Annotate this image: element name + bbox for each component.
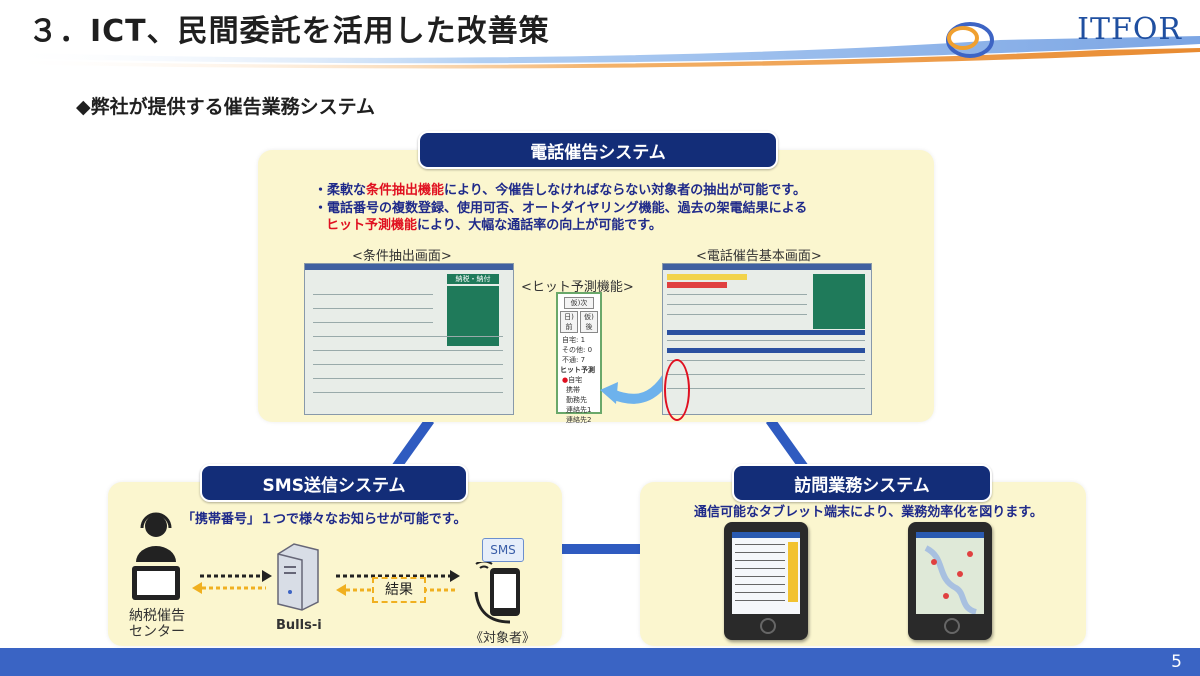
- hit-section-label: ヒット予測: [560, 366, 595, 374]
- result-label: 結果: [372, 577, 426, 603]
- visit-system-banner: 訪問業務システム: [732, 464, 992, 502]
- hit-row: 自宅: 1: [562, 336, 586, 344]
- server-icon: [277, 543, 319, 611]
- caption-extract-screen: <条件抽出画面>: [352, 249, 452, 264]
- caption-basic-screen: <電話催告基本画面>: [696, 249, 822, 264]
- hit-row: 不通: 7: [562, 356, 586, 364]
- phone-bullet-2-cont: ヒット予測機能により、大幅な通話率の向上が可能です。: [326, 218, 662, 233]
- phone-bullet-2: ・電話番号の複数登録、使用可否、オートダイヤリング機能、過去の架電結果による: [314, 201, 808, 216]
- home-button-icon: [944, 618, 960, 634]
- sms-system-panel: [108, 482, 562, 646]
- visit-description: 通信可能なタブレット端末により、業務効率化を図ります。: [694, 505, 1043, 520]
- sms-flow-arrows: [192, 570, 460, 596]
- hit-option: 連絡先2: [566, 416, 592, 424]
- page-title: ３．ICT、民間委託を活用した改善策: [28, 14, 550, 49]
- page-number: 5: [1171, 652, 1182, 672]
- hit-option: ●自宅: [562, 376, 583, 384]
- operator-headset-icon: [132, 512, 180, 600]
- sms-system-banner: SMS送信システム: [200, 464, 468, 502]
- hit-predict-panel: 仮)次 日)前 仮)後 自宅: 1 その他: 0 不通: 7 ヒット予測 ●自宅…: [556, 292, 602, 424]
- target-person-label: 《対象者》: [470, 631, 536, 646]
- smartphone-hand-icon: [474, 562, 520, 624]
- hit-option: 携帯: [566, 386, 580, 394]
- highlight-circle: [664, 359, 690, 421]
- phone-system-banner: 電話催告システム: [418, 131, 778, 169]
- hit-button-after: 仮)後: [580, 311, 598, 333]
- basic-screen-image: [662, 263, 872, 415]
- hit-button-prev: 日)前: [560, 311, 578, 333]
- company-logo: ITFOR: [1077, 12, 1182, 47]
- hit-button-next: 仮)次: [564, 297, 594, 309]
- hit-option: 勤務先: [566, 396, 587, 404]
- phone-bullet-1: ・柔軟な条件抽出機能により、今催告しなければならない対象者の抽出が可能です。: [314, 183, 806, 198]
- tax-center-label: 納税催告センター: [129, 608, 185, 640]
- sms-bubble: SMS: [482, 538, 524, 562]
- tablet-map-image: [908, 522, 992, 640]
- sms-description: 「携帯番号」１つで様々なお知らせが可能です。: [182, 512, 467, 527]
- hit-option: 連絡先1: [566, 406, 592, 414]
- visit-system-panel: [640, 482, 1086, 646]
- section-subtitle: ◆弊社が提供する催告業務システム: [76, 96, 376, 118]
- footer-bar: [0, 648, 1200, 676]
- hit-row: その他: 0: [562, 346, 593, 354]
- extract-screen-header: 納税・納付: [447, 274, 499, 284]
- tablet-list-image: [724, 522, 808, 640]
- home-button-icon: [760, 618, 776, 634]
- server-label: Bulls-i: [276, 618, 322, 633]
- extract-screen-image: 納税・納付: [304, 263, 514, 415]
- header-swoosh: [0, 22, 1200, 69]
- caption-hit-predict: <ヒット予測機能>: [521, 280, 634, 295]
